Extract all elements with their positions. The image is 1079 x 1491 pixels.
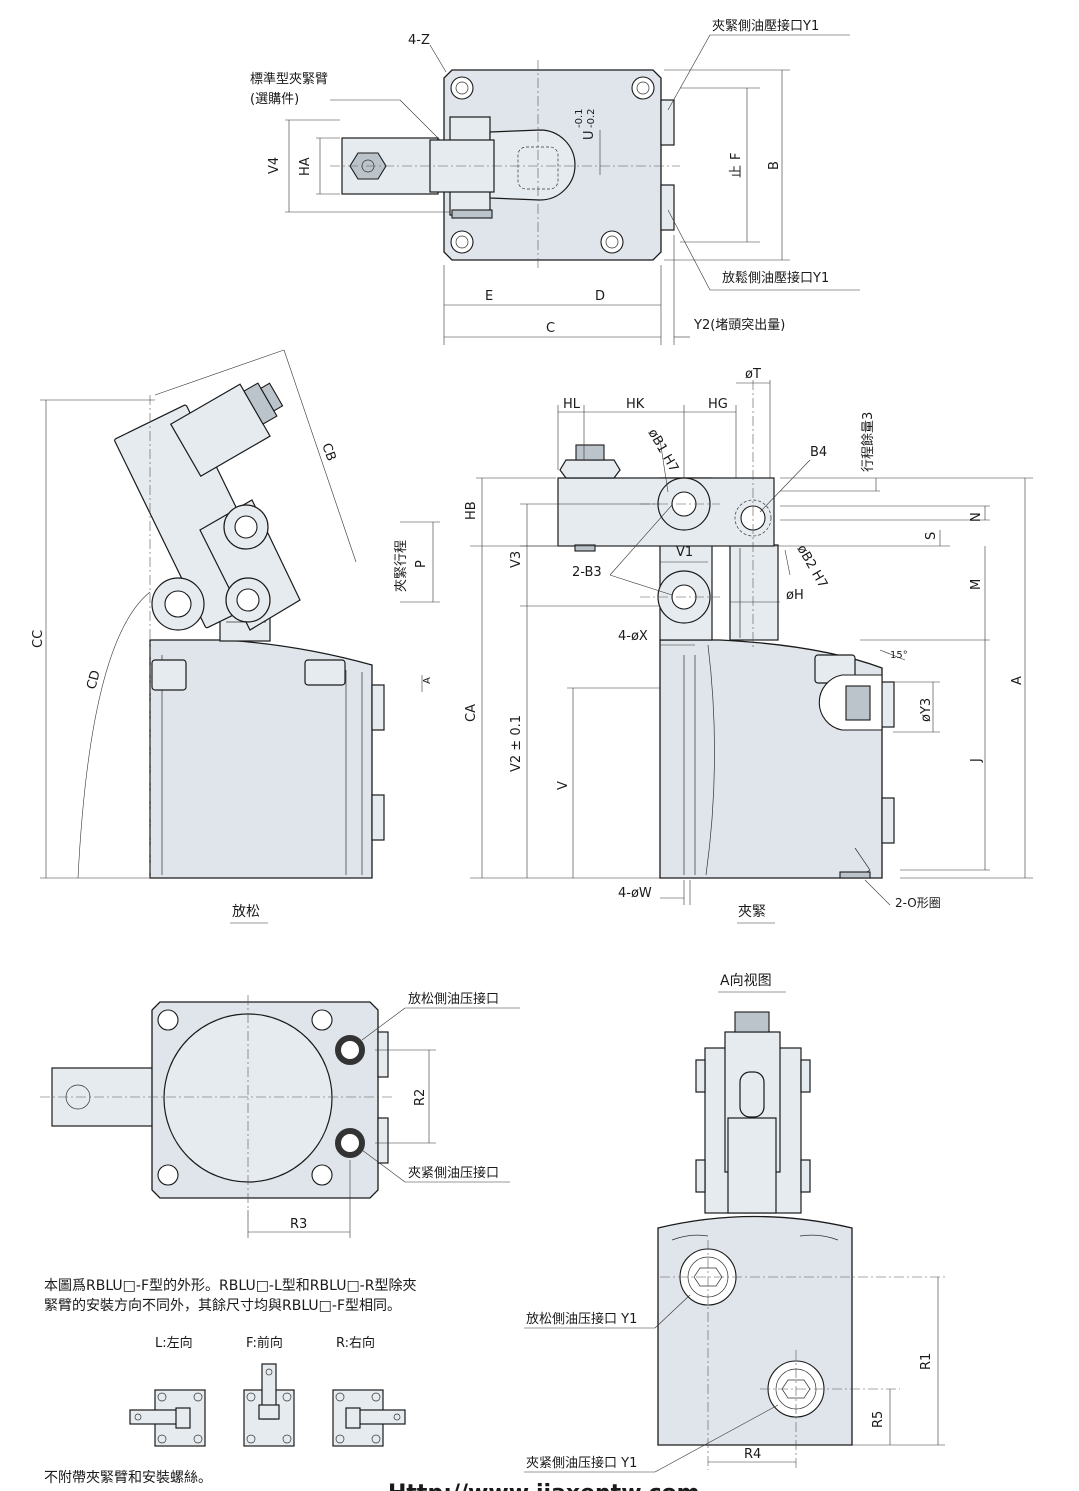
dim-v1: V1	[676, 545, 693, 560]
a-direction-view: A向视图 放松側油压接口 Y1 夾紧側油压接口 Y1 R1 R5 R4	[524, 973, 945, 1473]
dim-hk: HK	[626, 397, 645, 412]
dim-d: D	[595, 289, 605, 304]
dim-m: M	[969, 579, 984, 590]
dim-n: N	[969, 512, 984, 522]
variant-f-label: F:前向	[246, 1335, 283, 1351]
variant-l-icon	[129, 1389, 206, 1447]
dim-ca: CA	[464, 704, 479, 722]
dim-oh: øH	[786, 588, 804, 603]
dim-a: A	[1010, 676, 1025, 685]
dim-hg: HG	[708, 397, 728, 412]
dim-e: E	[485, 289, 493, 304]
variant-r-icon	[332, 1389, 406, 1447]
dim-cd: CD	[84, 669, 103, 691]
dim-r1: R1	[919, 1353, 934, 1370]
title-a-view: A向视图	[720, 973, 772, 989]
label-clamp-port-a: 夾紧側油压接口 Y1	[526, 1455, 637, 1471]
dim-b: B	[767, 161, 782, 170]
dim-cb: CB	[318, 441, 338, 463]
notes: 本圖爲RBLU□-F型的外形。RBLU□-L型和RBLU□-R型除夾 緊臂的安裝…	[44, 1278, 700, 1491]
label-release-port-top: 放鬆側油壓接口Y1	[722, 270, 829, 286]
dim-v3: V3	[509, 551, 524, 568]
dim-stop-mark: 止	[729, 165, 744, 178]
note-footer: 不附帶夾緊臂和安裝螺絲。	[44, 1470, 212, 1486]
dim-angle: 15°	[890, 650, 908, 661]
label-o-ring: 2-O形圈	[895, 896, 941, 910]
dim-hl: HL	[563, 397, 581, 412]
variant-f-icon	[243, 1363, 295, 1447]
dim-v2: V2 ± 0.1	[509, 715, 524, 772]
note-line-2: 緊臂的安裝方向不同外，其餘尺寸均與RBLU□-F型相同。	[44, 1297, 401, 1314]
dim-hb: HB	[464, 501, 479, 520]
dim-cc: CC	[31, 630, 46, 648]
dim-p: P	[414, 560, 429, 568]
label-clamp-port-top: 夾緊側油壓接口Y1	[712, 18, 819, 34]
dim-4x: 4-øX	[618, 629, 648, 644]
dim-b3: 2-B3	[572, 565, 602, 580]
label-optional: (選購件)	[250, 92, 299, 107]
dim-u-tol-lower: -0.2	[586, 108, 597, 128]
dim-r4: R4	[744, 1447, 761, 1462]
dim-4w: 4-øW	[618, 886, 652, 901]
dim-y3: øY3	[919, 698, 934, 722]
bottom-view: 放松側油压接口 夾紧側油压接口 R2 R3	[40, 991, 520, 1238]
website-url: Http://www.jiaxentw.com	[388, 1481, 700, 1491]
top-view: 4-Z 標準型夾緊臂 (選購件) 夾緊側油壓接口Y1 放鬆側油壓接口Y1 V4 …	[250, 18, 860, 345]
dim-b4: B4	[810, 445, 827, 460]
dim-b1: øB1 H7	[645, 427, 682, 475]
dim-ha: HA	[298, 157, 313, 176]
dim-f: F	[729, 153, 744, 160]
dim-r3: R3	[290, 1217, 307, 1232]
dim-y2: Y2(堵頭突出量)	[693, 317, 785, 333]
label-clamp-stroke: 夾緊行程	[394, 540, 409, 592]
dim-r2: R2	[413, 1089, 428, 1106]
variant-r-label: R:右向	[336, 1335, 375, 1351]
dim-r5: R5	[871, 1411, 886, 1428]
caption-release: 放松	[232, 904, 260, 920]
label-standard-arm: 標準型夾緊臂	[250, 71, 328, 87]
dim-j: J	[969, 758, 984, 763]
dim-u-tol-upper: -0.1	[574, 108, 585, 128]
label-release-port-a: 放松側油压接口 Y1	[526, 1311, 637, 1327]
clamp-view: øT HL HK HG øB1 H7 B4 行程餘量3 HB N S V3 V1…	[464, 367, 1033, 924]
caption-clamp: 夾緊	[738, 904, 766, 920]
dim-u: U	[582, 130, 597, 140]
dim-b2: øB2 H7	[794, 543, 831, 591]
label-stroke-margin: 行程餘量3	[860, 412, 876, 472]
label-release-port-bottom: 放松側油压接口	[408, 991, 499, 1007]
dim-s: S	[924, 532, 939, 540]
dim-v: V	[556, 781, 571, 790]
dim-a-arrow: A	[422, 677, 433, 684]
variant-l-label: L:左向	[155, 1335, 193, 1351]
label-clamp-port-bottom: 夾紧側油压接口	[408, 1165, 499, 1181]
label-4z: 4-Z	[408, 33, 430, 48]
release-view: CC CD CB 夾緊行程 P A 放松	[31, 349, 440, 924]
dim-v4: V4	[267, 157, 282, 174]
note-line-1: 本圖爲RBLU□-F型的外形。RBLU□-L型和RBLU□-R型除夾	[44, 1278, 416, 1294]
dim-ot: øT	[745, 367, 761, 382]
dim-c: C	[546, 321, 555, 336]
